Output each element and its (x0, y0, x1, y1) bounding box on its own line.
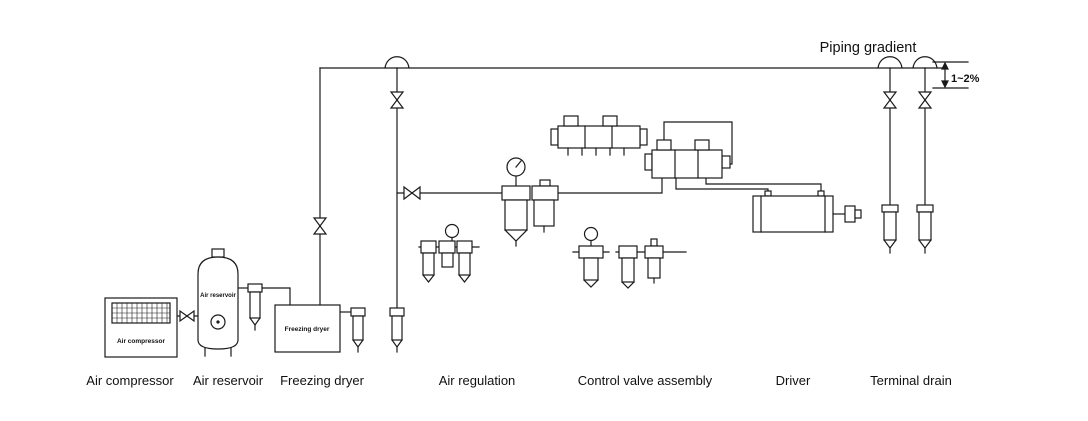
valve-icon-dryer-riser (312, 217, 328, 235)
frl-unit-catalog-b (572, 226, 610, 288)
valve-icon-terminal-2 (917, 91, 933, 109)
solenoid-valve-2 (644, 121, 733, 179)
valve-icon-regulation-riser (389, 91, 405, 109)
air-reservoir (197, 248, 239, 357)
pipe-reservoir-to-dryer (237, 287, 291, 306)
label-air-regulation: Air regulation (439, 373, 516, 388)
arrow-down-icon (941, 80, 949, 89)
gooseneck-icon (877, 56, 903, 69)
label-air-reservoir: Air reservoir (193, 373, 264, 388)
gauge-icon (444, 223, 460, 239)
freezing-dryer (274, 304, 341, 353)
label-air-compressor: Air compressor (86, 373, 174, 388)
gradient-annotation (932, 61, 969, 89)
solenoid-valve-1 (550, 115, 648, 156)
frl-unit-small (418, 223, 480, 283)
gauge-icon (210, 314, 226, 330)
drain-filter-icon-2 (389, 307, 405, 353)
pipes-valve-to-cylinder (675, 177, 822, 192)
valve-icon-regulation-branch (403, 185, 421, 201)
label-freezing-dryer: Freezing dryer (280, 373, 364, 388)
terminal-drain-unit-1 (881, 204, 899, 254)
frl-unit-catalog-c (615, 238, 687, 289)
frl-unit-main (501, 157, 559, 247)
gauge-icon (583, 226, 599, 242)
air-compressor (104, 297, 178, 358)
section-labels: Air compressor Air reservoir Freezing dr… (86, 373, 952, 388)
drain-filter-icon-1 (350, 307, 366, 353)
main-header-pipe (319, 56, 943, 69)
label-terminal-drain: Terminal drain (870, 373, 952, 388)
driver-cylinder (752, 190, 862, 233)
gooseneck-icon (912, 56, 938, 69)
dryer-inner-label: Freezing dryer (285, 326, 330, 333)
gradient-value-label: 1~2% (951, 73, 980, 85)
valve-icon-compressor-outlet (179, 309, 195, 323)
label-driver: Driver (776, 373, 811, 388)
terminal-drain-unit-2 (916, 204, 934, 254)
label-control-valve-assembly: Control valve assembly (578, 373, 713, 388)
gooseneck-icon (384, 56, 410, 69)
inline-filter (247, 283, 263, 331)
reservoir-inner-label: Air reservoir (200, 293, 236, 299)
compressor-inner-label: Air compressor (117, 338, 166, 345)
piping-gradient-title: Piping gradient (820, 40, 917, 56)
piston-rod-end (844, 205, 856, 223)
arrow-up-icon (941, 61, 949, 70)
valve-icon-terminal-1 (882, 91, 898, 109)
